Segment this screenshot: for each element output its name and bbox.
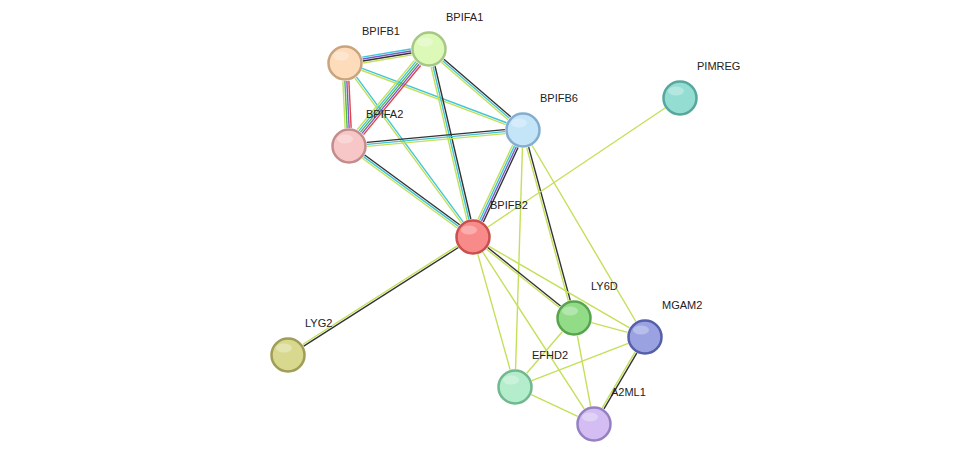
evidence-line: [435, 66, 471, 219]
protein-label: LY6D: [591, 280, 618, 292]
evidence-line: [362, 64, 419, 133]
evidence-line: [478, 254, 510, 369]
node-circle: [497, 369, 533, 405]
protein-label: A2ML1: [611, 386, 646, 398]
protein-node: LYG2: [270, 337, 306, 373]
evidence-line: [343, 81, 345, 128]
protein-node: BPIFB6: [505, 112, 541, 148]
protein-label: PIMREG: [697, 60, 740, 72]
interaction-edge: [577, 336, 590, 407]
evidence-line: [516, 148, 523, 369]
node-circle: [327, 45, 363, 81]
protein-label: LYG2: [305, 317, 332, 329]
interaction-edge: [516, 148, 523, 369]
evidence-line: [433, 67, 469, 220]
interaction-edge: [362, 49, 411, 63]
evidence-line: [365, 155, 460, 225]
interaction-edge: [431, 66, 471, 220]
evidence-line: [443, 61, 510, 119]
interaction-edge: [532, 343, 628, 380]
evidence-line: [363, 55, 411, 63]
node-circle: [576, 406, 612, 442]
evidence-line: [367, 134, 505, 147]
node-circle: [627, 319, 663, 355]
protein-label: BPIFA1: [446, 11, 483, 23]
evidence-line: [362, 68, 506, 122]
evidence-line: [431, 67, 467, 220]
evidence-line: [363, 53, 411, 61]
interaction-edge: [478, 254, 510, 369]
evidence-line: [531, 395, 577, 417]
evidence-line: [304, 248, 459, 347]
interaction-edge: [362, 155, 459, 228]
protein-node: BPIFA2: [331, 128, 367, 164]
protein-node: LY6D: [556, 300, 592, 336]
evidence-line: [532, 343, 628, 380]
evidence-line: [591, 323, 627, 333]
interaction-edge: [441, 59, 510, 120]
protein-node: A2ML1: [576, 406, 612, 442]
interaction-edge: [343, 81, 351, 128]
evidence-line: [444, 59, 511, 117]
evidence-line: [486, 249, 559, 307]
protein-node: PIMREG: [662, 80, 698, 116]
protein-node: BPIFB1: [327, 45, 363, 81]
interaction-edge: [488, 108, 665, 227]
node-circle: [411, 31, 447, 67]
evidence-line: [577, 336, 590, 407]
interaction-edge: [531, 395, 577, 417]
interaction-edge: [602, 352, 637, 409]
evidence-line: [488, 108, 665, 227]
protein-node: MGAM2: [627, 319, 663, 355]
evidence-line: [363, 51, 411, 59]
protein-label: BPIFB6: [540, 92, 578, 104]
evidence-line: [364, 157, 459, 227]
evidence-line: [364, 65, 421, 134]
node-circle: [662, 80, 698, 116]
node-circle: [270, 337, 306, 373]
evidence-line: [357, 60, 414, 129]
interaction-edge: [486, 247, 560, 307]
evidence-line: [602, 352, 635, 408]
evidence-line: [529, 147, 571, 300]
protein-label: BPIFB2: [490, 199, 528, 211]
protein-node: EFHD2: [497, 369, 533, 405]
evidence-line: [441, 62, 508, 120]
interaction-edge: [355, 77, 463, 223]
node-circle: [331, 128, 367, 164]
protein-label: BPIFA2: [366, 108, 403, 120]
evidence-line: [604, 353, 637, 409]
interaction-edge: [367, 130, 506, 147]
evidence-line: [360, 63, 417, 132]
interaction-edge: [303, 246, 459, 346]
interaction-edge: [357, 60, 420, 134]
evidence-line: [356, 77, 463, 222]
interaction-edge: [591, 323, 627, 333]
node-circle: [505, 112, 541, 148]
interaction-edge: [527, 147, 571, 301]
evidence-line: [355, 78, 462, 223]
protein-label: MGAM2: [662, 299, 702, 311]
evidence-line: [362, 158, 457, 228]
evidence-line: [359, 62, 416, 131]
protein-label: BPIFB1: [362, 25, 400, 37]
node-circle: [556, 300, 592, 336]
protein-node: BPIFA1: [411, 31, 447, 67]
protein-node: BPIFB2: [455, 219, 491, 255]
node-circle: [455, 219, 491, 255]
evidence-line: [367, 132, 505, 145]
protein-label: EFHD2: [532, 349, 568, 361]
evidence-line: [303, 246, 458, 345]
